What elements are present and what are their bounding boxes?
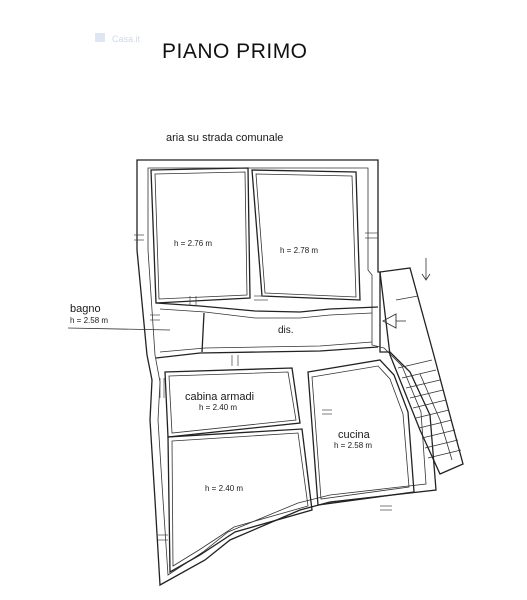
lower-left-rooms (164, 367, 313, 574)
entrance-arrow (382, 313, 406, 329)
room-1-height: h = 2.76 m (174, 239, 212, 248)
street-note: aria su strada comunale (166, 132, 283, 144)
room-labels: h = 2.76 m h = 2.78 m bagno h = 2.58 m d… (70, 239, 372, 493)
door-marks (134, 232, 392, 541)
kitchen-room (307, 359, 415, 506)
bagno-leader (67, 327, 171, 331)
watermark-text: Casa.it (112, 34, 141, 44)
cucina-name: cucina (338, 429, 371, 441)
room-lower-height: h = 2.40 m (205, 484, 243, 493)
bagno-height: h = 2.58 m (70, 316, 108, 325)
cucina-height: h = 2.58 m (334, 441, 372, 450)
bagno-name: bagno (70, 303, 101, 315)
plan-title: PIANO PRIMO (162, 40, 308, 63)
staircase (379, 258, 464, 475)
corridor-name: dis. (278, 325, 294, 336)
corridor (155, 302, 379, 359)
room-2-height: h = 2.78 m (280, 246, 318, 255)
cabina-armadi-height: h = 2.40 m (199, 403, 237, 412)
watermark: Casa.it (95, 33, 141, 44)
upper-rooms (150, 167, 361, 304)
cabina-armadi-name: cabina armadi (185, 391, 254, 403)
